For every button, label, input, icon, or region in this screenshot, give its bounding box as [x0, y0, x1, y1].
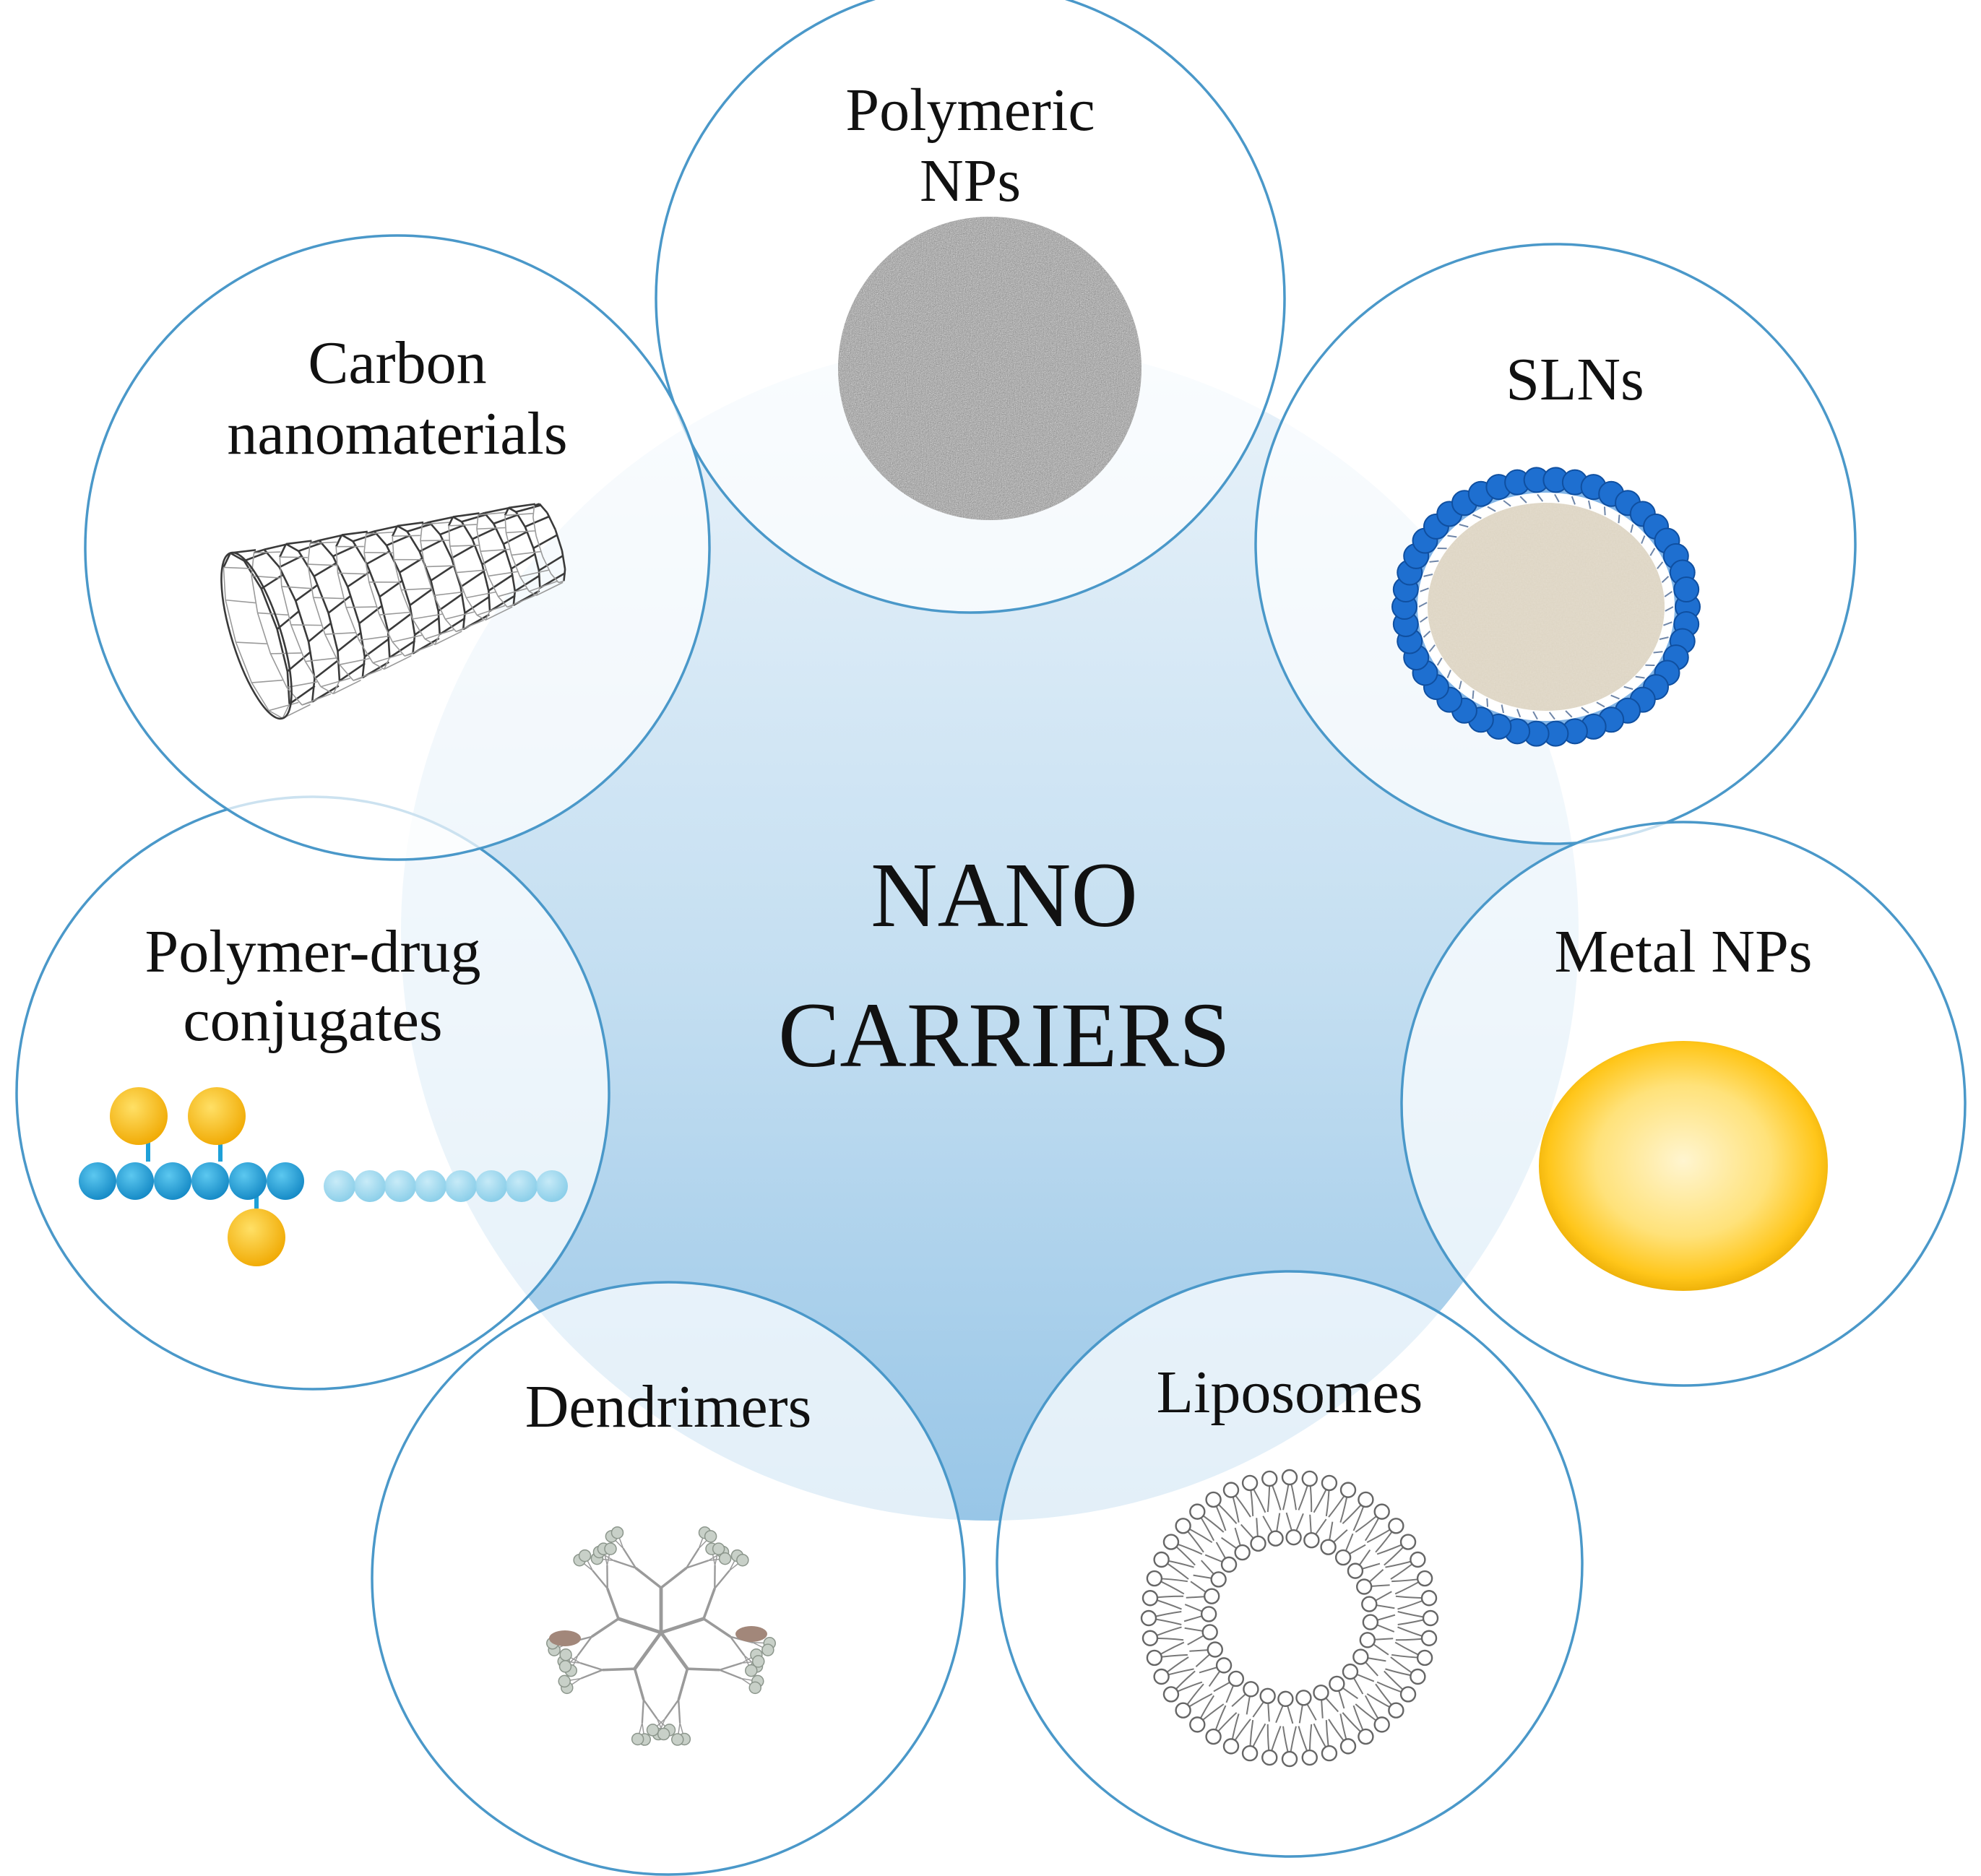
- node-title: SLNs: [1506, 346, 1644, 413]
- membrane-tails: [1418, 493, 1674, 720]
- node-slns: SLNs: [1254, 243, 1857, 845]
- node-title-line2: conjugates: [183, 987, 442, 1054]
- node-title: Dendrimers: [525, 1373, 812, 1440]
- gold-nanoparticle-icon: [1539, 1041, 1828, 1291]
- node-carbon-nanomaterials: Carbon nanomaterials: [84, 234, 711, 861]
- center-title-line2: CARRIERS: [778, 984, 1230, 1086]
- node-title-line1: Polymeric: [845, 77, 1095, 144]
- node-title-line2: NPs: [920, 147, 1021, 215]
- node-liposomes: Liposomes: [996, 1270, 1584, 1858]
- node-title: Liposomes: [1157, 1359, 1423, 1426]
- node-polymeric-nps: Polymeric NPs: [655, 0, 1286, 614]
- solid-lipid-nanoparticle-icon: [1391, 467, 1701, 747]
- node-ring: [371, 1281, 966, 1876]
- polymeric-np-sphere-icon: [838, 217, 1141, 520]
- node-polymer-drug-conjugates: Polymer-drug conjugates: [15, 795, 610, 1391]
- node-metal-nps: Metal NPs: [1400, 821, 1967, 1387]
- dendrimer-tree-icon: [546, 1526, 776, 1746]
- center-title-line1: NANO: [871, 844, 1138, 946]
- node-title-line1: Polymer-drug: [145, 918, 481, 985]
- liposome-bilayer-icon: [1140, 1469, 1439, 1768]
- node-dendrimers: Dendrimers: [371, 1281, 966, 1876]
- membrane-beads: [1391, 467, 1701, 747]
- node-ring: [996, 1270, 1584, 1858]
- node-ring: [15, 795, 610, 1391]
- polymer-drug-chain-icon: [79, 1087, 568, 1266]
- node-title-line1: Carbon: [308, 329, 486, 397]
- carbon-nanotube-icon: [220, 503, 566, 720]
- node-title-line2: nanomaterials: [227, 400, 567, 467]
- node-ring: [84, 234, 711, 861]
- node-title: Metal NPs: [1555, 918, 1813, 985]
